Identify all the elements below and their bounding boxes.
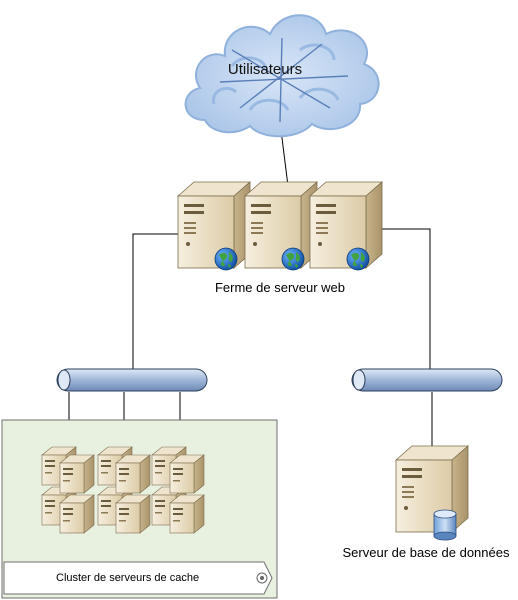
network-bus-icon [351, 368, 503, 392]
cache-cluster-label: Cluster de serveurs de cache [56, 572, 200, 584]
server-icon [177, 181, 251, 269]
server-icon [395, 445, 469, 533]
globe-icon [281, 247, 305, 271]
cloud-label: Utilisateurs [227, 61, 303, 78]
cloud-icon [184, 14, 380, 138]
network-bus-icon [56, 368, 208, 392]
server-icon [244, 181, 318, 269]
globe-icon [346, 247, 370, 271]
globe-icon [214, 247, 238, 271]
database-server [395, 445, 469, 541]
database-label: Serveur de base de données [342, 545, 510, 560]
web-farm-label: Ferme de serveur web [214, 280, 346, 295]
cache-servers [41, 446, 205, 534]
connection-lines [68, 121, 433, 470]
database-icon [433, 509, 457, 541]
web-server-farm [177, 181, 383, 271]
server-icon [309, 181, 383, 269]
